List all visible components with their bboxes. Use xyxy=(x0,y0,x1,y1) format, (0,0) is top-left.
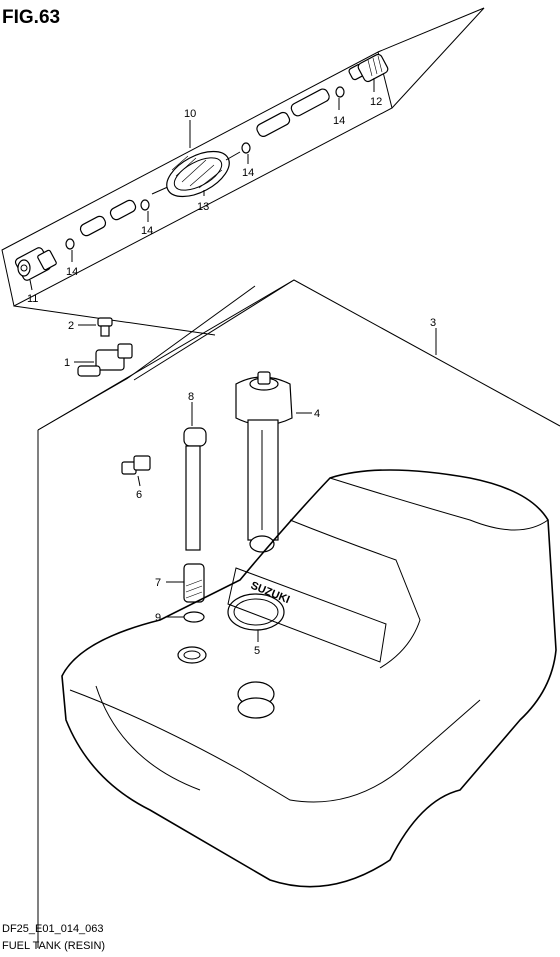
clip-part-14 xyxy=(65,238,75,250)
callout-6: 6 xyxy=(136,489,142,501)
gasket-part-5 xyxy=(227,593,285,631)
fitting-part-6 xyxy=(121,455,151,475)
tank-connector-part-11 xyxy=(14,247,57,281)
suction-pipe-part-8 xyxy=(183,427,207,551)
clip-part-14 xyxy=(241,142,251,154)
hose-assembly-box xyxy=(1,7,485,336)
fitting-part-1 xyxy=(77,343,133,377)
leader-lines xyxy=(29,78,437,642)
callout-14: 14 xyxy=(141,225,153,237)
hose-segment xyxy=(79,215,107,237)
callout-8: 8 xyxy=(188,391,194,403)
callout-10: 10 xyxy=(184,108,196,120)
callout-14: 14 xyxy=(333,115,345,127)
callout-12: 12 xyxy=(370,96,382,108)
callout-7: 7 xyxy=(155,577,161,589)
callout-1: 1 xyxy=(64,357,70,369)
hose-segment xyxy=(290,88,330,117)
o-ring-part-9 xyxy=(183,611,205,623)
callout-2: 2 xyxy=(68,320,74,332)
figure-title: FIG.63 xyxy=(2,7,60,28)
fuel-hose-assembly xyxy=(14,53,389,281)
engine-connector-part-12 xyxy=(348,53,389,83)
fuel-gauge-part-4 xyxy=(235,371,293,553)
callout-11: 11 xyxy=(27,293,38,305)
clip-part-14 xyxy=(140,199,150,211)
tank-outline-box xyxy=(37,279,560,948)
hose-segment xyxy=(256,111,291,137)
clip-part-14 xyxy=(335,86,345,98)
primer-bulb-part-13 xyxy=(151,150,241,198)
callout-13: 13 xyxy=(197,201,209,213)
diagram-code: DF25_E01_014_063 xyxy=(2,923,104,935)
callout-14: 14 xyxy=(242,167,254,179)
callout-14: 14 xyxy=(66,266,78,278)
callout-9: 9 xyxy=(155,612,161,624)
fuel-tank-part-3: SUZUKI xyxy=(61,469,557,888)
filter-part-7 xyxy=(183,563,205,603)
callout-5: 5 xyxy=(254,645,260,657)
callout-3: 3 xyxy=(430,317,436,329)
bolt-part-2 xyxy=(97,317,113,337)
callout-4: 4 xyxy=(314,408,320,420)
hose-segment xyxy=(109,199,137,221)
diagram-caption: FUEL TANK (RESIN) xyxy=(2,940,105,952)
